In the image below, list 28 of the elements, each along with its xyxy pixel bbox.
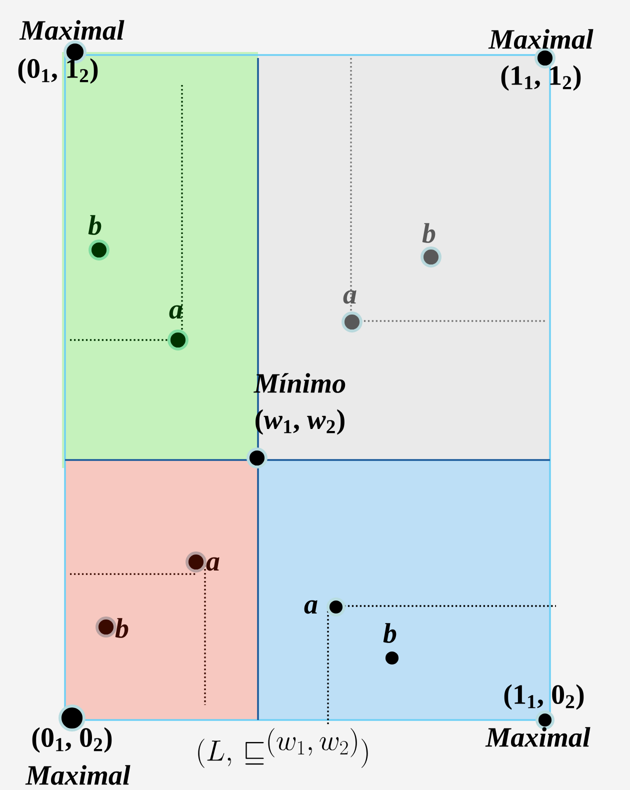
coordinate-label: (1$_{1}$, 0$_{2}$) [504,684,584,710]
coordinate-label: (1$_{1}$, 1$_{2}$) [501,65,581,91]
point-label: b [115,618,128,638]
point-dot [246,448,268,468]
point-label: b [422,223,436,243]
coordinate-label: (0$_{1}$, 1$_{2}$) [18,58,98,84]
point-dot [420,246,442,268]
region-box [258,460,550,720]
point-caption: Maximal [19,20,124,40]
point-dot [168,330,188,350]
point-caption: Maximal [485,727,590,747]
point-label: a [206,557,220,571]
point-caption: Maximal [488,29,594,49]
coordinate-label: (0$_{1}$, 0$_{2}$) [32,727,112,753]
point-label: a [169,305,182,319]
point-dot [382,648,402,668]
point-dot [88,240,110,260]
formula: $(L,\,\sqsubseteq^{(w_1,\,w_2)})$ [198,728,368,768]
point-dot [326,598,346,616]
point-label: b [88,215,102,235]
point-dot [342,312,362,332]
point-dot [186,552,206,572]
point-label: a [304,600,318,614]
region-box [65,460,258,720]
point-label: b [383,623,396,643]
point-label: a [343,290,356,304]
point-dot [96,616,116,638]
point-caption: Maximal [25,765,130,785]
